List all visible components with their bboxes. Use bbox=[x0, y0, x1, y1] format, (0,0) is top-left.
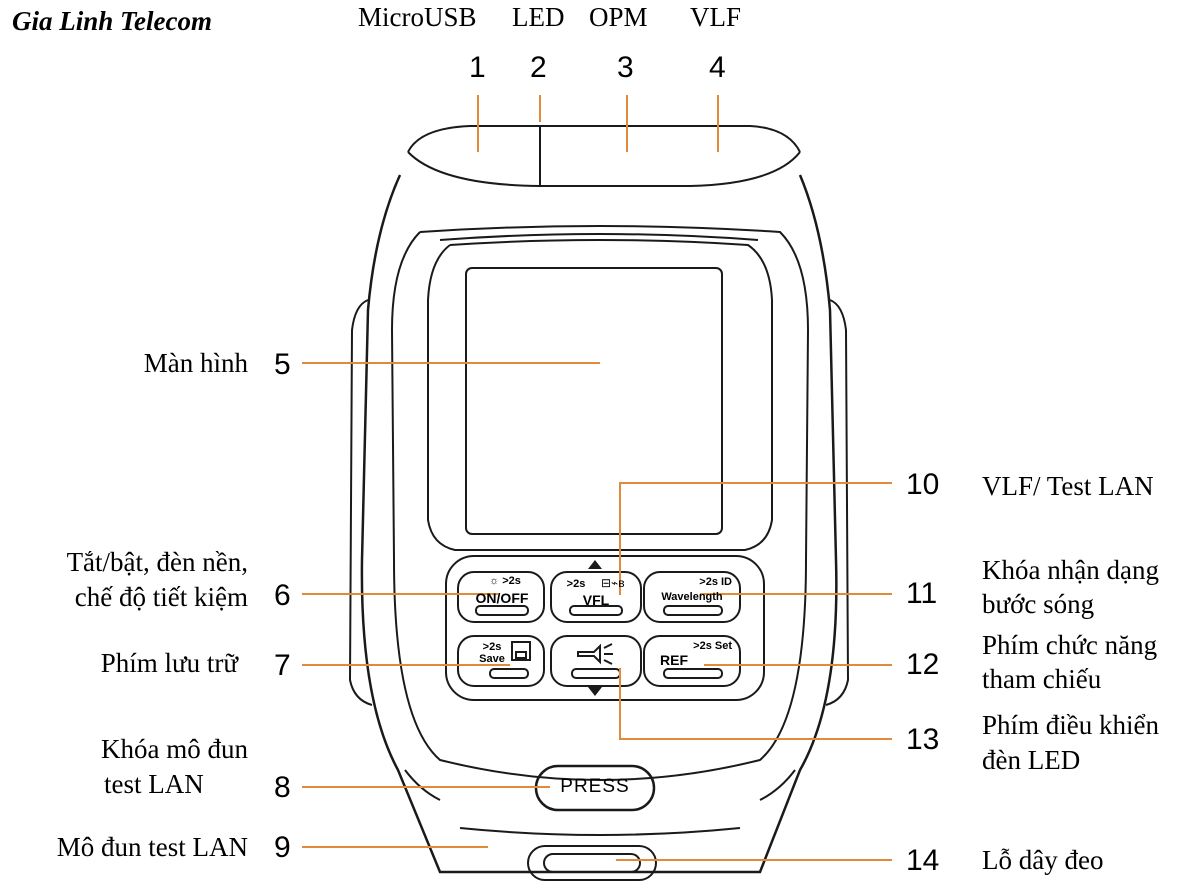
num-6: 6 bbox=[274, 579, 291, 612]
key-vfl-top: >2s bbox=[566, 578, 586, 590]
callout-11-text-1: Khóa nhận dạng bbox=[982, 555, 1159, 585]
num-4: 4 bbox=[709, 51, 726, 84]
callout-7-text: Phím lưu trữ bbox=[100, 648, 238, 678]
callout-10-text: VLF/ Test LAN bbox=[982, 471, 1154, 501]
num-1: 1 bbox=[469, 51, 486, 84]
callout-6-text-1: Tắt/bật, đèn nền, bbox=[66, 547, 248, 577]
callout-11-text-2: bước sóng bbox=[982, 589, 1095, 619]
top-label-opm: OPM bbox=[589, 2, 648, 32]
callout-13-text-1: Phím điều khiển bbox=[982, 710, 1159, 740]
num-7: 7 bbox=[274, 649, 291, 682]
callout-8-text-2: test LAN bbox=[104, 769, 204, 799]
bluetooth-icon: ⊟⌁ʙ bbox=[601, 576, 625, 590]
num-11: 11 bbox=[906, 577, 938, 610]
num-5: 5 bbox=[274, 348, 291, 381]
callout-6-text-2: chế độ tiết kiệm bbox=[74, 582, 248, 612]
top-label-microusb: MicroUSB bbox=[358, 2, 477, 32]
key-vfl-label[interactable]: VFL bbox=[582, 592, 610, 608]
press-button[interactable]: PRESS bbox=[560, 776, 630, 797]
num-13: 13 bbox=[906, 723, 940, 756]
callout-13-text-2: đèn LED bbox=[982, 745, 1081, 775]
callout-8-text-1: Khóa mô đun bbox=[101, 734, 248, 764]
key-wavelength-top: >2s ID bbox=[699, 576, 732, 588]
brand-title: Gia Linh Telecom bbox=[12, 6, 212, 36]
key-save-top: >2s bbox=[482, 641, 502, 653]
num-14: 14 bbox=[906, 844, 940, 877]
num-10: 10 bbox=[906, 468, 940, 501]
key-onoff-top: >2s bbox=[502, 575, 521, 587]
key-onoff-hint: ☼ >2s bbox=[470, 575, 540, 587]
key-onoff-label[interactable]: ON/OFF bbox=[475, 590, 529, 606]
key-save-label[interactable]: Save bbox=[479, 653, 505, 665]
callout-9-text: Mô đun test LAN bbox=[56, 832, 248, 862]
key-ref-label[interactable]: REF bbox=[660, 652, 688, 668]
num-3: 3 bbox=[617, 51, 634, 84]
sun-icon: ☼ bbox=[489, 575, 500, 587]
top-label-vlf: VLF bbox=[690, 2, 742, 32]
num-2: 2 bbox=[530, 51, 547, 84]
num-8: 8 bbox=[274, 771, 291, 804]
callout-5-text: Màn hình bbox=[143, 348, 248, 378]
num-9: 9 bbox=[274, 831, 291, 864]
top-label-led: LED bbox=[512, 2, 565, 32]
callout-12-text-2: tham chiếu bbox=[982, 664, 1102, 694]
callout-14-text: Lỗ dây đeo bbox=[982, 845, 1104, 875]
callout-12-text-1: Phím chức năng bbox=[982, 630, 1158, 660]
num-12: 12 bbox=[906, 648, 940, 681]
key-ref-top: >2s Set bbox=[693, 640, 732, 652]
key-wavelength-label[interactable]: Wavelength bbox=[661, 591, 723, 603]
